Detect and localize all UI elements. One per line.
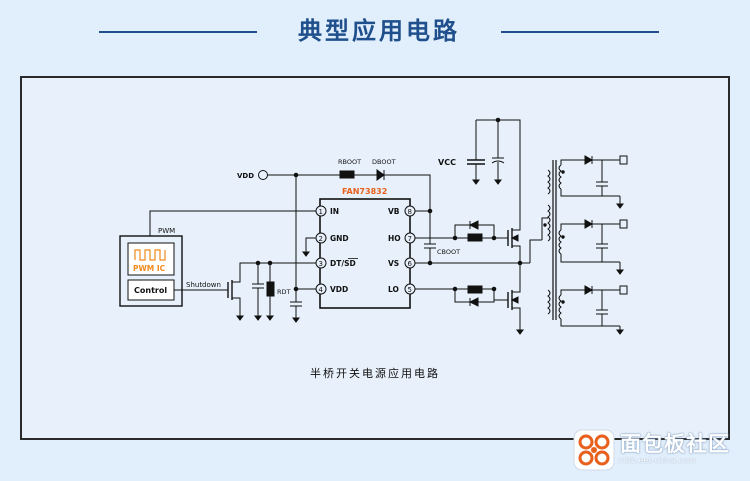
pin-number: 4 [319, 286, 324, 294]
ic-right-pins: 8 7 6 5 VB HO VS LO [388, 205, 416, 295]
vdd-label: VDD [237, 172, 254, 180]
pin-number: 6 [408, 260, 413, 268]
rdt-resistor [266, 281, 275, 297]
header-line-left [99, 31, 257, 33]
pin-number: 2 [319, 235, 323, 243]
cboot-label: CBOOT [437, 248, 460, 256]
ic-name: FAN73832 [342, 187, 387, 196]
pwm-ic-label: PWM IC [133, 264, 166, 273]
pin-label-ho: HO [388, 234, 401, 243]
pin-label-vdd: VDD [330, 285, 348, 294]
pin-label-lo: LO [388, 285, 399, 294]
pwm-ic-box [127, 242, 175, 276]
secondary-output-2 [558, 219, 628, 275]
pwm-label: PWM [158, 227, 175, 235]
mianbaoban-logo-icon [573, 429, 615, 471]
watermark-url: mbb.eet-china.com [618, 456, 696, 465]
diagram-caption: 半桥开关电源应用电路 [310, 367, 440, 380]
pwm-waveform-icon [134, 249, 166, 261]
control-label: Control [134, 286, 167, 295]
header-line-right [501, 31, 659, 33]
transformer-primary [547, 204, 551, 242]
vcc-label: VCC [438, 158, 456, 167]
secondary-output-3 [558, 285, 628, 335]
pin-label-vs: VS [388, 259, 399, 268]
watermark-name: 面包板社区 [620, 432, 730, 456]
pin-number: 7 [408, 235, 412, 243]
pin-label-gnd: GND [330, 234, 349, 243]
shutdown-label: Shutdown [186, 281, 221, 289]
rdt-label: RDT [277, 288, 291, 296]
pin-label-dt-sd: DT/SD [330, 259, 356, 268]
pin-label-in: IN [330, 207, 339, 216]
page-title: 典型应用电路 [298, 17, 460, 45]
pin-number: 1 [319, 208, 323, 216]
pin-number: 8 [408, 208, 412, 216]
dboot-label: DBOOT [372, 158, 396, 166]
watermark: 面包板社区 mbb.eet-china.com [572, 428, 744, 472]
pin-number: 3 [319, 260, 323, 268]
rboot-label: RBOOT [338, 158, 361, 166]
secondary-output-1 [558, 155, 628, 209]
dboot-diode [376, 169, 385, 181]
ic-left-pins: 1 2 3 4 IN GND DT/SD VDD [315, 205, 358, 295]
pin-label-vb: VB [388, 207, 400, 216]
ic-body [319, 198, 411, 309]
rboot-resistor [339, 170, 355, 179]
pin-number: 5 [408, 286, 412, 294]
vdd-terminal [258, 170, 268, 180]
